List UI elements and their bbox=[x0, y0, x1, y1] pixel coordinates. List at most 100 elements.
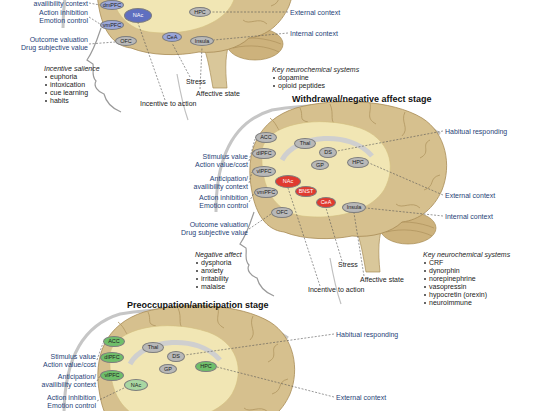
list-heading: Key neurochemical systems bbox=[423, 251, 510, 259]
brain-region: vlPFC bbox=[252, 166, 276, 177]
brain-region: HPC bbox=[195, 361, 217, 372]
bullet-dot bbox=[273, 85, 275, 87]
bullet-dot bbox=[424, 302, 426, 304]
annotation-label: External context bbox=[290, 9, 340, 17]
brain-intoxication bbox=[63, 0, 294, 120]
annotation-label: Emotion control bbox=[199, 202, 248, 210]
brain-region: ACC bbox=[255, 132, 277, 143]
region-name: vlPFC bbox=[105, 372, 120, 378]
region-name: OFC bbox=[276, 209, 288, 215]
leader-line bbox=[249, 131, 443, 286]
brain-region: Insula bbox=[190, 36, 214, 46]
annotation-label: Action inhibition bbox=[39, 9, 88, 17]
region-name: ACC bbox=[260, 134, 272, 140]
annotation-label: Stress bbox=[186, 78, 206, 86]
annotation-label: Internal context bbox=[445, 213, 493, 221]
brain-region: DS bbox=[319, 147, 337, 158]
brain-region: OFC bbox=[115, 36, 137, 46]
brain-region: vmPFC bbox=[254, 187, 278, 198]
region-name: HPC bbox=[200, 363, 212, 369]
list-item: habits bbox=[50, 97, 69, 105]
annotation-label: Action value/cost bbox=[195, 161, 248, 169]
region-name: NAc bbox=[131, 382, 141, 388]
brain-region: HPC bbox=[347, 157, 369, 168]
bullet-dot bbox=[45, 84, 47, 86]
brain-region: CeA bbox=[162, 32, 182, 42]
list-item: hypocretin (orexin) bbox=[429, 291, 487, 299]
bullet-dot bbox=[424, 294, 426, 296]
region-name: Insula bbox=[195, 38, 210, 44]
annotation-label: Incentive to action bbox=[308, 286, 364, 294]
annotation-label: Outcome valuation bbox=[30, 36, 88, 44]
brain-region: vlPFC bbox=[100, 370, 124, 381]
annotation-label: availibility context bbox=[34, 0, 88, 8]
list-item: euphoria bbox=[50, 73, 77, 81]
brain-region: NAc bbox=[124, 8, 152, 23]
annotation-label: External context bbox=[336, 394, 386, 402]
list-item: opioid peptides bbox=[278, 82, 325, 90]
region-name: vlPFC bbox=[257, 168, 272, 174]
annotation-label: Emotion control bbox=[47, 402, 96, 410]
bullet-dot bbox=[196, 286, 198, 288]
bullet-dot bbox=[273, 77, 275, 79]
region-name: DS bbox=[172, 353, 180, 359]
region-name: Thal bbox=[148, 344, 159, 350]
list-item: vasopressin bbox=[429, 283, 466, 291]
annotation-label: Incentive to action bbox=[140, 100, 196, 108]
region-name: NAc bbox=[133, 12, 143, 18]
brain-region: GP bbox=[159, 364, 177, 374]
brain-region: ACC bbox=[103, 336, 125, 347]
region-name: vmPFC bbox=[257, 189, 275, 195]
annotation-label: Stimulus value bbox=[50, 353, 96, 361]
region-name: HPC bbox=[352, 159, 364, 165]
region-name: dlPFC bbox=[104, 354, 119, 360]
region-name: Thal bbox=[300, 140, 311, 146]
list-heading: Incentive salience bbox=[44, 65, 100, 73]
annotation-label: Anticipation/ availibility context bbox=[30, 373, 96, 389]
annotation-label: Drug subjective value bbox=[181, 229, 248, 237]
region-name: ACC bbox=[108, 338, 120, 344]
list-item: neuroimmune bbox=[429, 299, 472, 307]
bullet-dot bbox=[196, 270, 198, 272]
region-name: CeA bbox=[321, 199, 332, 205]
list-item: dopamine bbox=[278, 74, 309, 82]
brain-region: Thal bbox=[142, 342, 164, 353]
bullet-dot bbox=[196, 262, 198, 264]
bullet-dot bbox=[45, 100, 47, 102]
brain-region: NAc bbox=[275, 175, 301, 188]
list-item: cue learning bbox=[50, 89, 88, 97]
list-item: dynorphin bbox=[429, 267, 460, 275]
brain-region: CeA bbox=[316, 197, 336, 208]
annotation-label: Anticipation/ availibility context bbox=[182, 175, 248, 191]
region-name: NAc bbox=[283, 178, 293, 184]
annotation-label: External context bbox=[445, 192, 495, 200]
list-heading: Negative affect bbox=[195, 251, 242, 259]
brain-region: HPC bbox=[189, 7, 211, 17]
annotation-label: Action value/cost bbox=[43, 361, 96, 369]
brain-region: BNST bbox=[295, 186, 317, 197]
list-heading: Key neurochemical systems bbox=[272, 66, 359, 74]
list-item: dysphoria bbox=[201, 259, 231, 267]
bullet-dot bbox=[45, 76, 47, 78]
brain-region: dlPFC bbox=[100, 352, 124, 363]
bullet-dot bbox=[424, 286, 426, 288]
region-name: dmPFC bbox=[103, 2, 122, 8]
annotation-label: Action inhibition bbox=[47, 394, 96, 402]
brain-preoccupation bbox=[64, 306, 295, 411]
stage-title: Preoccupation/anticipation stage bbox=[127, 300, 269, 310]
list-item: malaise bbox=[201, 283, 225, 291]
region-name: DS bbox=[324, 149, 332, 155]
annotation-label: Action inhibition bbox=[199, 194, 248, 202]
brain-region: dlPFC bbox=[252, 148, 276, 159]
annotation-label: Stress bbox=[338, 261, 358, 269]
annotation-label: Outcome valuation bbox=[190, 221, 248, 229]
list-item: irritability bbox=[201, 275, 229, 283]
region-name: CeA bbox=[167, 34, 178, 40]
annotation-label: Habitual responding bbox=[445, 128, 507, 136]
annotation-label: Affective state bbox=[196, 90, 240, 98]
bullet-dot bbox=[424, 262, 426, 264]
brain-region: OFC bbox=[271, 207, 293, 218]
brain-region: GP bbox=[311, 160, 329, 170]
list-item: anxiety bbox=[201, 267, 223, 275]
